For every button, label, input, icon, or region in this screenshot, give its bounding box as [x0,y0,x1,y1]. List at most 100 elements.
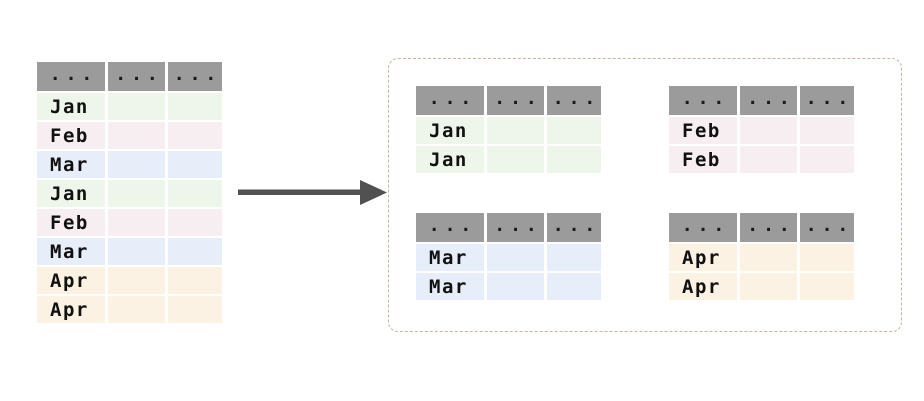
empty-cell [740,117,797,144]
group-table-jan: ... ... ... Jan Jan [416,86,601,173]
split-arrow [236,177,392,209]
empty-cell [168,209,222,236]
empty-cell [800,146,854,173]
empty-cell [168,93,222,120]
empty-cell [108,267,165,294]
column-header-cell: ... [800,86,854,115]
ellipsis-header-label: ... [428,88,477,109]
ellipsis-header-label: ... [805,215,854,236]
ellipsis-header-label: ... [747,88,795,109]
ellipsis-header-label: ... [747,215,795,236]
table-row: Apr [37,296,222,323]
empty-cell [108,238,165,265]
group-table-header-row: ... ... ... [669,86,854,115]
empty-cell [547,146,601,173]
month-label: Mar [429,246,468,269]
column-header-cell: ... [669,86,737,115]
column-header-cell: ... [800,213,854,242]
month-label: Apr [50,269,89,292]
month-label: Apr [682,275,721,298]
ellipsis-header-label: ... [115,64,163,85]
empty-cell [800,244,854,271]
table-row: Feb [669,146,854,173]
month-cell: Feb [37,122,105,149]
empty-cell [168,296,222,323]
table-row: Apr [669,244,854,271]
empty-cell [108,180,165,207]
table-row: Apr [669,273,854,300]
empty-cell [168,267,222,294]
month-label: Feb [50,124,89,147]
table-row: Jan [37,180,222,207]
empty-cell [547,117,601,144]
source-table-header-row: ... ... ... [37,62,222,91]
table-row: Mar [416,273,601,300]
table-row: Feb [669,117,854,144]
month-cell: Apr [37,296,105,323]
ellipsis-header-label: ... [494,215,542,236]
empty-cell [168,180,222,207]
empty-cell [108,122,165,149]
month-label: Apr [682,246,721,269]
month-cell: Mar [416,244,484,271]
empty-cell [547,244,601,271]
month-cell: Jan [37,180,105,207]
month-label: Feb [50,211,89,234]
ellipsis-header-label: ... [681,215,730,236]
table-row: Feb [37,209,222,236]
column-header-cell: ... [740,86,797,115]
empty-cell [108,209,165,236]
empty-cell [487,244,544,271]
empty-cell [487,273,544,300]
column-header-cell: ... [37,62,105,91]
column-header-cell: ... [108,62,165,91]
ellipsis-header-label: ... [681,88,730,109]
table-row: Jan [416,146,601,173]
table-row: Feb [37,122,222,149]
empty-cell [487,117,544,144]
month-label: Jan [50,95,89,118]
ellipsis-header-label: ... [428,215,477,236]
month-cell: Feb [669,117,737,144]
empty-cell [168,122,222,149]
source-table: ... ... ... Jan Feb Mar Jan Feb [37,62,222,323]
month-label: Feb [682,119,721,142]
group-table-feb: ... ... ... Feb Feb [669,86,854,173]
month-cell: Jan [416,117,484,144]
groups-container: ... ... ... Jan Jan ... ... ... [388,58,902,332]
column-header-cell: ... [547,86,601,115]
month-cell: Mar [37,238,105,265]
empty-cell [168,238,222,265]
table-row: Jan [37,93,222,120]
month-label: Jan [429,148,468,171]
month-cell: Apr [669,273,737,300]
empty-cell [547,273,601,300]
table-row: Jan [416,117,601,144]
empty-cell [108,296,165,323]
ellipsis-header-label: ... [805,88,854,109]
month-label: Mar [50,240,89,263]
ellipsis-header-label: ... [494,88,542,109]
ellipsis-header-label: ... [173,64,222,85]
month-cell: Apr [669,244,737,271]
month-cell: Mar [37,151,105,178]
month-cell: Feb [669,146,737,173]
group-table-header-row: ... ... ... [669,213,854,242]
column-header-cell: ... [487,213,544,242]
empty-cell [740,244,797,271]
column-header-cell: ... [416,86,484,115]
month-label: Feb [682,148,721,171]
table-row: Mar [37,238,222,265]
month-cell: Mar [416,273,484,300]
column-header-cell: ... [487,86,544,115]
column-header-cell: ... [168,62,222,91]
group-table-header-row: ... ... ... [416,86,601,115]
month-cell: Jan [37,93,105,120]
empty-cell [740,146,797,173]
month-label: Mar [429,275,468,298]
group-table-mar: ... ... ... Mar Mar [416,213,601,300]
month-label: Apr [50,298,89,321]
empty-cell [800,273,854,300]
right-arrow-icon [238,180,387,205]
